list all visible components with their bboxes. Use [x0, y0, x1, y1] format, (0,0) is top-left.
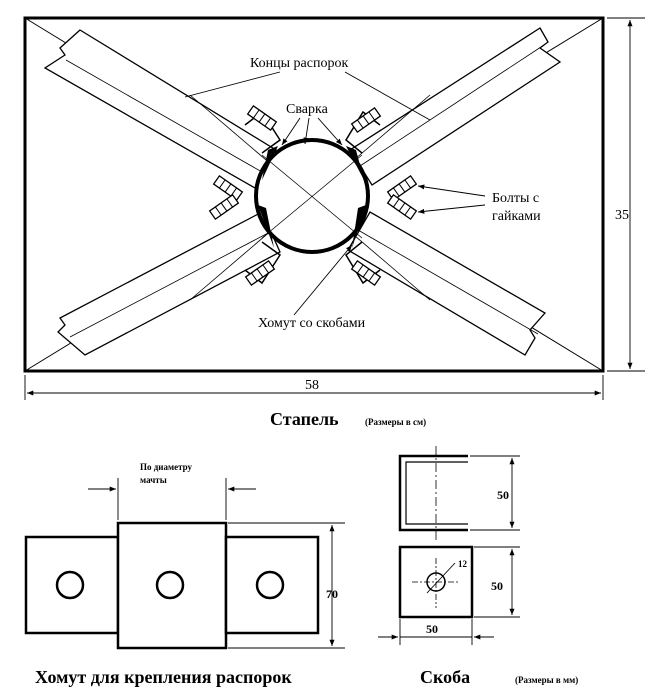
bracket-units-note: (Размеры в мм)	[515, 675, 578, 685]
bracket-dimension-top	[470, 455, 520, 531]
clamp-title: Хомут для крепления распорок	[35, 667, 292, 687]
bolt-hole	[255, 570, 285, 600]
clamp-diameter-line1: По диаметру	[140, 462, 193, 472]
bracket-title: Скоба	[420, 667, 470, 687]
strut-top-left	[43, 29, 277, 189]
strut-top-right	[349, 27, 562, 186]
label-bolts-line2: гайками	[492, 209, 541, 224]
dimension-width	[24, 375, 604, 400]
stapel-outline	[23, 16, 605, 373]
bolt-nut	[208, 193, 240, 221]
bolt-nut	[244, 259, 276, 287]
bracket-dimension-width	[378, 619, 494, 645]
bolt-nut	[350, 106, 382, 134]
bracket-width-label: 50	[426, 622, 438, 636]
weld-marks	[258, 146, 366, 248]
bolt-hole	[55, 570, 85, 600]
center-line	[261, 154, 363, 239]
bracket-top-view	[398, 454, 468, 532]
bolt-nut	[386, 193, 418, 221]
strut-bottom-left	[57, 211, 281, 356]
label-clamp: Хомут со скобами	[258, 316, 366, 331]
clamp-dimension-diameter	[88, 478, 256, 520]
bolt-nut	[386, 174, 418, 202]
bracket-hole-label: 12	[458, 559, 468, 569]
dimension-height	[607, 17, 645, 372]
stapel-title: Стапель	[270, 409, 339, 429]
leader-lines	[184, 71, 486, 316]
hole-leader	[426, 562, 456, 594]
stapel-height-label: 35	[615, 208, 629, 223]
label-welding: Сварка	[286, 102, 329, 117]
stapel-units-note: (Размеры в см)	[365, 417, 426, 427]
clamp-diameter-line2: мачты	[140, 475, 167, 485]
bolt-hole	[155, 570, 185, 600]
bracket-top-height-label: 50	[497, 488, 509, 502]
label-bolts-line1: Болты с	[492, 191, 539, 206]
clamp-dimension-height	[228, 522, 345, 649]
label-strut-ends: Концы распорок	[250, 56, 348, 71]
strut-bottom-right	[347, 211, 547, 356]
bolt-nut	[212, 174, 244, 202]
clamp-detail	[24, 521, 320, 650]
clamp-height-label: 70	[326, 587, 338, 601]
bolt-nut	[246, 104, 278, 132]
stapel-width-label: 58	[305, 378, 319, 393]
bracket-side-height-label: 50	[491, 579, 503, 593]
bracket-dimension-side	[474, 546, 520, 618]
bolt-nut	[350, 259, 382, 287]
